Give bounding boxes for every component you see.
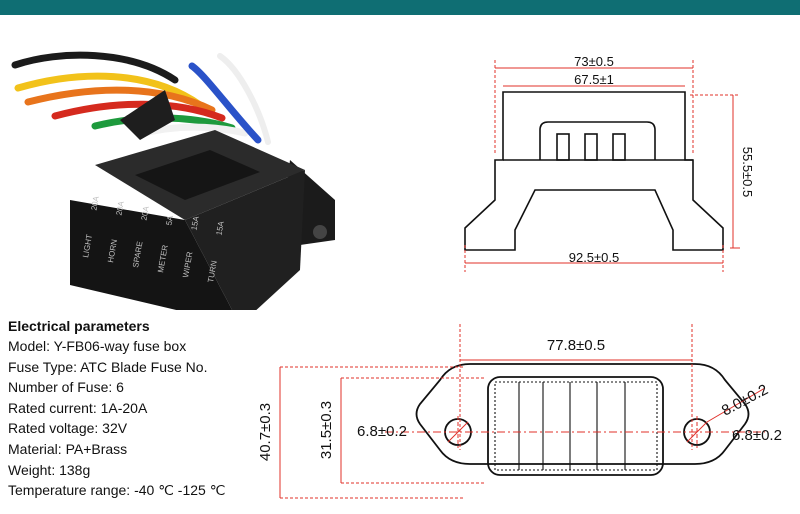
box-lid-slot [135,150,260,200]
bottom-view-dimension-lines [279,324,766,499]
bottom-view-outline [415,363,750,476]
fuse-rating-4: 15A [189,215,200,231]
fuse-rating-2: 20A [139,205,150,221]
mount-hole [313,225,327,239]
wire-orange [24,86,216,114]
fuse-rating-3: 5A [164,214,175,226]
fuse-name-0: LIGHT [81,233,94,258]
top-view-outline [464,91,724,251]
wire-black [11,51,179,84]
dim-height: 55.5±0.5 [740,147,755,198]
fuse-cells [494,381,658,471]
top-view-dimension-lines [464,60,740,272]
dim-body-length: 77.8±0.5 [547,337,605,354]
dim-width-outer: 73±0.5 [574,54,614,69]
dim-body-height: 31.5±0.3 [318,401,335,459]
wire-blue [188,62,262,144]
dim-base-width: 92.5±0.5 [569,250,620,265]
dim-left-hole: 6.8±0.2 [357,423,407,440]
fuse-name-5: TURN [206,260,219,284]
fuse-name-1: HORN [106,238,119,263]
fuse-rating-0: 20A [89,195,100,211]
param-temperature: Temperature range: -40 ℃ -125 ℃ [8,482,226,499]
top-view-drawing: 73±0.5 67.5±1 92.5±0.5 55.5±0.5 [464,54,755,272]
box-side [185,170,305,310]
dim-overall-height: 40.7±0.3 [257,403,274,461]
param-rated-voltage: Rated voltage: 32V [8,420,128,437]
param-weight: Weight: 138g [8,461,91,478]
dim-ear-radius: 8.0±0.2 [719,381,771,419]
bottom-view-drawing: 77.8±0.5 40.7±0.3 31.5±0.3 6.8±0.2 6.8±0… [257,324,782,499]
electrical-parameters: Electrical parameters Model: Y-FB06-way … [8,316,268,501]
box-front [70,200,233,310]
header-bar [0,0,800,15]
param-fuse-type: Fuse Type: ATC Blade Fuse No. [8,358,208,375]
params-title: Electrical parameters [8,318,150,334]
param-material: Material: PA+Brass [8,440,128,457]
param-model: Model: Y-FB06-way fuse box [8,338,187,354]
param-rated-current: Rated current: 1A-20A [8,399,148,416]
wire-white-2 [217,53,271,145]
dim-right-hole: 6.8±0.2 [732,427,782,444]
wire-yellow [14,72,204,109]
dim-width-inner: 67.5±1 [574,72,614,87]
fuse-rating-1: 20A [114,200,125,216]
mount-ear [120,90,175,140]
wire-red [51,100,226,122]
param-fuse-count: Number of Fuse: 6 [8,379,124,396]
fuse-box-photo: LIGHT 20A HORN 20A SPARE 20A METER 5A WI… [11,51,335,310]
fuse-rating-5: 15A [214,220,225,236]
